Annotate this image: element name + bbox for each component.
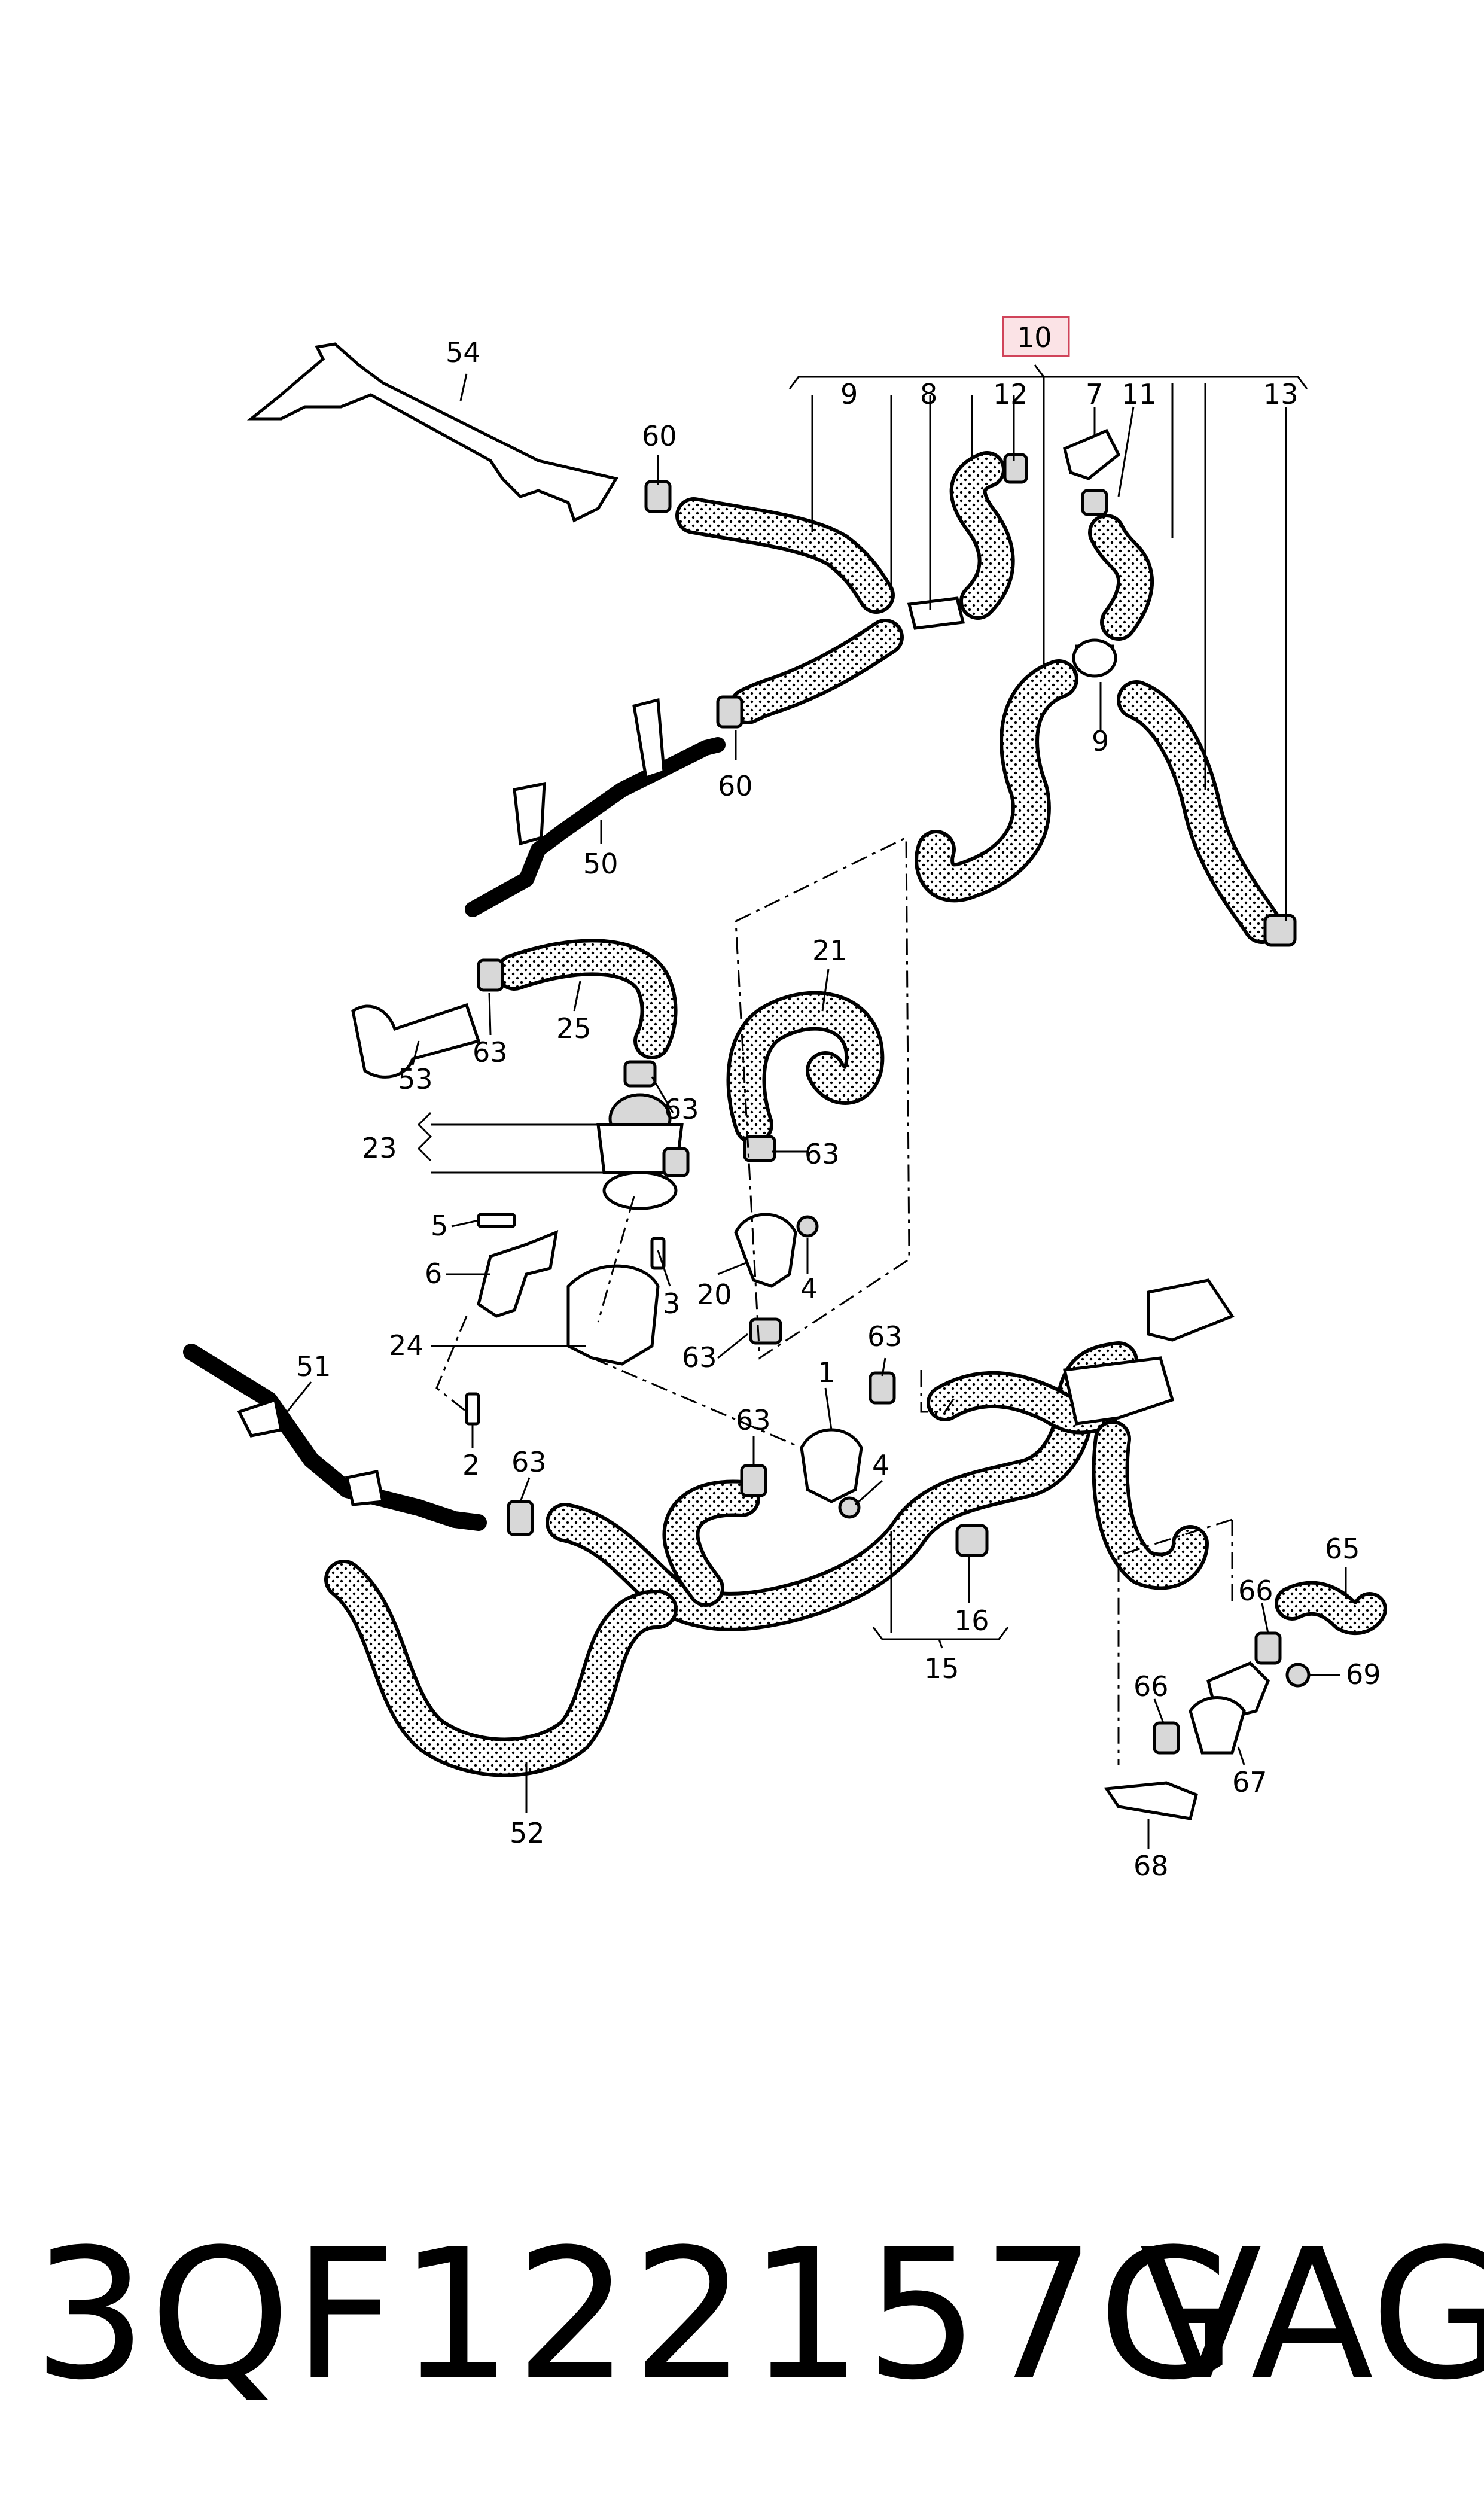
callout-53[interactable]: 53	[398, 1063, 433, 1095]
callout-9-tee[interactable]: 9	[1092, 725, 1109, 757]
callout-3[interactable]: 3	[663, 1287, 680, 1320]
callout-10-highlight-box[interactable]	[1002, 316, 1070, 357]
callout-15[interactable]: 15	[924, 1652, 959, 1685]
callout-20[interactable]: 20	[697, 1278, 732, 1311]
clamps	[465, 453, 1311, 1755]
callout-69[interactable]: 69	[1346, 1658, 1381, 1691]
callout-21[interactable]: 21	[812, 934, 848, 967]
callout-63-hose25[interactable]: 63	[473, 1036, 508, 1068]
callout-67[interactable]: 67	[1232, 1766, 1267, 1798]
callout-12[interactable]: 12	[993, 378, 1028, 410]
callout-66[interactable]: 66	[1238, 1575, 1273, 1607]
callout-24[interactable]: 24	[389, 1329, 424, 1362]
callout-2[interactable]: 2	[462, 1449, 480, 1481]
callout-63-valve1-top[interactable]: 63	[867, 1320, 903, 1353]
callout-11[interactable]: 11	[1122, 378, 1157, 410]
parts-diagram: 10 54 9 8 12 7 11 13 60 9 60 50 21 25 53…	[183, 316, 1387, 1882]
callout-1[interactable]: 1	[818, 1356, 835, 1389]
callout-9[interactable]: 9	[840, 378, 858, 410]
callout-labels: 10 54 9 8 12 7 11 13 60 9 60 50 21 25 53…	[296, 316, 1381, 1882]
callout-51[interactable]: 51	[296, 1350, 331, 1383]
hoses	[324, 451, 1387, 1777]
callout-10[interactable]: 10	[1017, 321, 1052, 354]
callout-50[interactable]: 50	[583, 848, 618, 880]
callout-8[interactable]: 8	[920, 378, 937, 410]
leader-lines	[286, 364, 1347, 1849]
brand-label: VAG	[1139, 2211, 1484, 2419]
callout-68[interactable]: 68	[1133, 1850, 1169, 1882]
callout-63-pump[interactable]: 63	[664, 1093, 699, 1125]
callout-66-lower[interactable]: 66	[1133, 1670, 1169, 1703]
callout-5[interactable]: 5	[431, 1210, 448, 1242]
callout-4-valve1[interactable]: 4	[872, 1449, 889, 1481]
assembly-dash-lines	[435, 836, 1233, 1765]
callout-54[interactable]: 54	[446, 336, 481, 369]
part-number: 3QF122157G	[33, 2211, 1240, 2419]
callout-4[interactable]: 4	[800, 1272, 818, 1305]
callout-65[interactable]: 65	[1325, 1533, 1360, 1565]
callout-23[interactable]: 23	[362, 1132, 397, 1164]
callout-16[interactable]: 16	[954, 1604, 989, 1637]
callout-60[interactable]: 60	[642, 420, 677, 452]
callout-63-valve1-side[interactable]: 63	[736, 1404, 771, 1436]
rigid-parts	[183, 342, 1270, 1820]
callout-52[interactable]: 52	[510, 1817, 545, 1849]
callout-60-lower[interactable]: 60	[718, 770, 753, 802]
callout-13[interactable]: 13	[1263, 378, 1299, 410]
callout-63-valve20-top[interactable]: 63	[805, 1138, 840, 1170]
callout-25[interactable]: 25	[556, 1012, 592, 1045]
callout-63-pipe51[interactable]: 63	[511, 1446, 547, 1478]
callout-7[interactable]: 7	[1086, 378, 1103, 410]
callout-6[interactable]: 6	[425, 1258, 442, 1290]
callout-63-valve20-bottom[interactable]: 63	[682, 1341, 717, 1374]
